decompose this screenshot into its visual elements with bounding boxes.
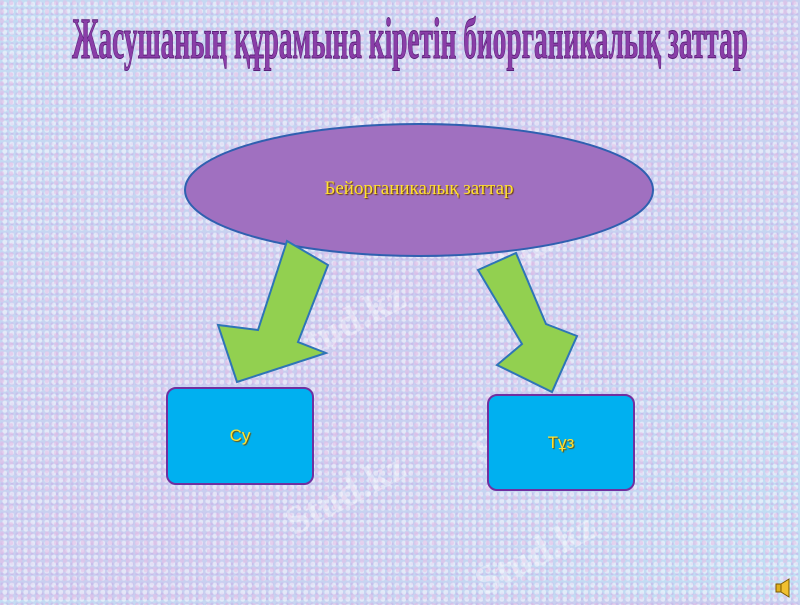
speaker-icon[interactable] — [773, 578, 795, 598]
box-label: Су — [229, 426, 251, 445]
arrow-right[interactable] — [476, 251, 579, 394]
slide-title-wrapper: Жасушаның құрамына кіретін биорганикалық… — [72, 6, 749, 72]
arrow-left[interactable] — [216, 239, 330, 384]
ellipse-label: Бейорганикалық заттар — [324, 178, 514, 199]
box-label: Тұз — [547, 432, 575, 452]
box-su[interactable]: Су — [166, 387, 314, 485]
box-tuz[interactable]: Тұз — [487, 394, 635, 491]
ellipse-shape[interactable] — [184, 123, 654, 257]
slide-title: Жасушаның құрамына кіретін биорганикалық… — [72, 6, 748, 71]
